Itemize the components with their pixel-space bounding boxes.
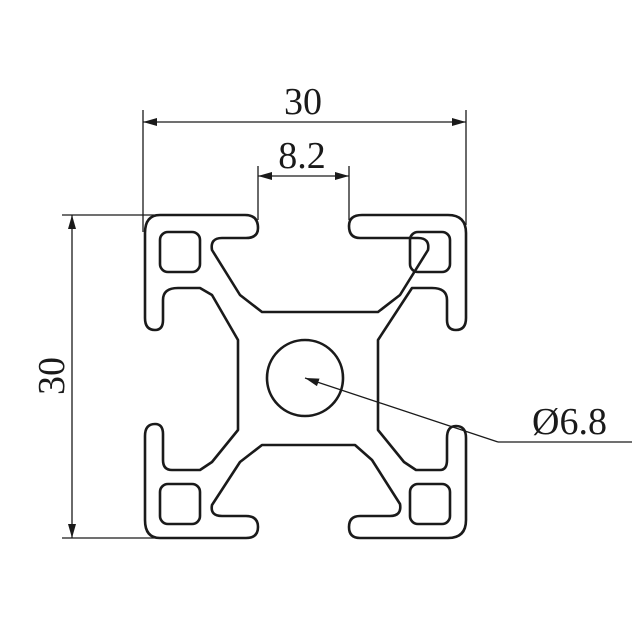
width-label: 30 (284, 81, 322, 123)
slot-dimension: 8.2 (257, 135, 350, 220)
profile-section (143, 213, 468, 540)
slot-label: 8.2 (278, 135, 326, 177)
corner-cavity-top-left (158, 230, 202, 274)
corner-cavity-top-right (408, 230, 452, 274)
bore-label: Ø6.8 (532, 401, 607, 443)
bore-leader: Ø6.8 (304, 377, 632, 443)
bore-leader-line (304, 377, 499, 443)
center-bore (265, 338, 345, 418)
corner-cavity-bottom-right (408, 482, 452, 526)
width-dimension: 30 (142, 81, 467, 232)
corner-cavity-bottom-left (158, 482, 202, 526)
height-dimension: 30 (31, 214, 160, 539)
height-label: 30 (31, 357, 73, 395)
profile-outer-contour (143, 213, 468, 540)
